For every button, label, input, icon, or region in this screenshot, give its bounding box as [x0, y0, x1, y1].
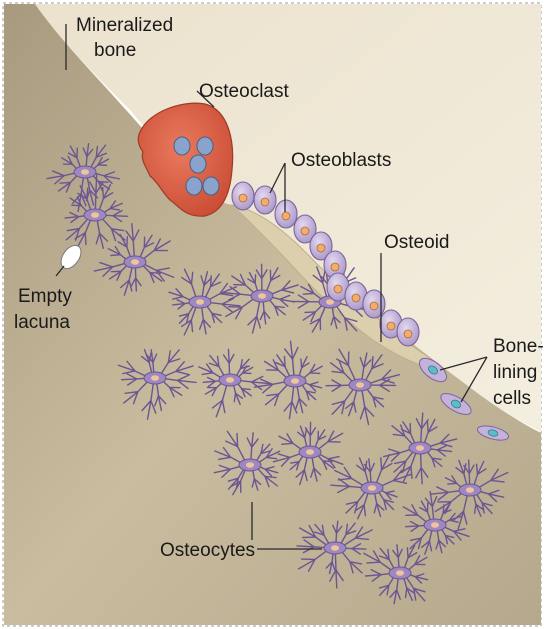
label-bone-lining-cells: lining	[493, 362, 537, 383]
label-bone-lining-cells: Bone-	[493, 336, 544, 357]
osteoclast-nucleus	[186, 177, 202, 195]
label-mineralized-bone: Mineralized	[76, 15, 173, 36]
label-osteocytes: Osteocytes	[160, 540, 255, 561]
osteoclast-nucleus	[174, 137, 190, 155]
osteoblast	[232, 182, 254, 210]
label-empty-lacuna: lacuna	[14, 312, 70, 333]
osteoclast-nucleus	[197, 137, 213, 155]
osteoblast	[363, 290, 385, 318]
label-bone-lining-cells: cells	[493, 388, 531, 409]
label-mineralized-bone: bone	[94, 40, 136, 61]
osteoclast-nucleus	[190, 155, 206, 173]
label-osteoblasts: Osteoblasts	[291, 150, 391, 171]
label-empty-lacuna: Empty	[18, 286, 72, 307]
osteoblast	[275, 200, 297, 228]
osteoclast-nucleus	[203, 177, 219, 195]
osteoblast	[254, 186, 276, 214]
label-osteoclast: Osteoclast	[199, 81, 289, 102]
label-osteoid: Osteoid	[384, 232, 449, 253]
osteoblast	[397, 318, 419, 346]
